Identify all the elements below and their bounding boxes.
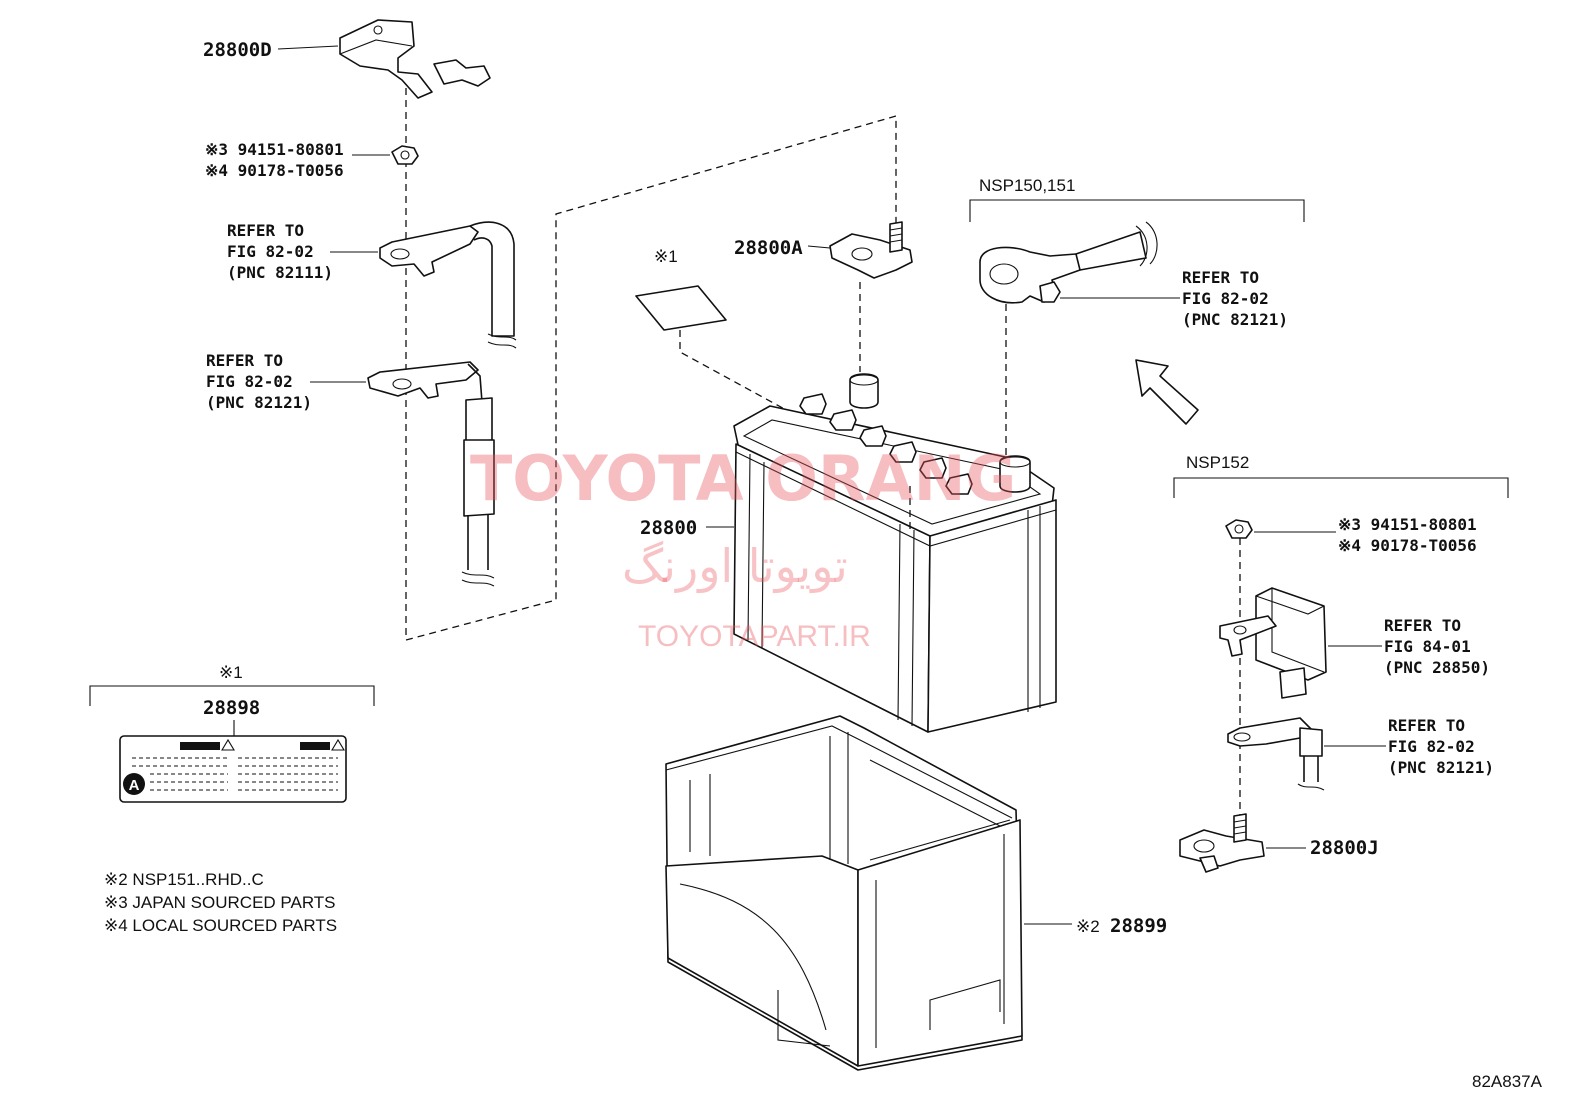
note-4: ※4 LOCAL SOURCED PARTS (104, 916, 337, 935)
nut-right[interactable] (1225, 519, 1253, 539)
positive-post (849, 373, 879, 409)
group-nsp152-bracket (1173, 477, 1509, 498)
battery-vent-caps (799, 393, 973, 495)
positive-terminal-28800A[interactable] (829, 221, 913, 279)
part-number-28898: 28898 (203, 697, 260, 719)
label-badge: A (129, 777, 140, 794)
part-number-28800J: 28800J (1310, 837, 1379, 859)
label-group-mark: ※1 (219, 663, 243, 682)
ref-82111-line1: REFER TO (227, 221, 304, 240)
part-number-28800: 28800 (640, 517, 697, 539)
nut-left-line1: ※3 94151-80801 (205, 140, 344, 159)
label-placement-mark: ※1 (654, 247, 678, 266)
negative-terminal-28800J[interactable] (1179, 813, 1265, 873)
ref-82111-line3: (PNC 82111) (227, 263, 333, 282)
ref-28850-line3: (PNC 28850) (1384, 658, 1490, 677)
label-placement (635, 285, 727, 331)
ref-left-82121-line2: FIG 82-02 (206, 372, 293, 391)
ref-right-82121-line2: FIG 82-02 (1388, 737, 1475, 756)
watermark: TOYOTA ORANG تویوتا اورنگ TOYOTAPART.IR (470, 442, 1016, 653)
ref-left-82121-line1: REFER TO (206, 351, 283, 370)
note-3: ※3 JAPAN SOURCED PARTS (104, 893, 336, 912)
terminal-cover-28800D[interactable] (339, 19, 491, 99)
warning-label-28898[interactable]: A (119, 735, 347, 803)
ref-top-right-82121-line2: FIG 82-02 (1182, 289, 1269, 308)
ref-top-right-82121-line1: REFER TO (1182, 268, 1259, 287)
negative-cable-bracket[interactable] (379, 221, 517, 349)
label-group-bracket (89, 685, 375, 706)
group-nsp152-label: NSP152 (1186, 453, 1249, 472)
ref-82111-line2: FIG 82-02 (227, 242, 314, 261)
negative-terminal-cable-nsp150[interactable] (979, 221, 1158, 304)
nut-left-line2: ※4 90178-T0056 (205, 161, 344, 180)
part-number-28800A: 28800A (734, 237, 803, 259)
watermark-line2: تویوتا اورنگ (622, 539, 848, 594)
group-nsp150-bracket (969, 199, 1305, 222)
nut-right-line2: ※4 90178-T0056 (1338, 536, 1477, 555)
ref-right-82121-line1: REFER TO (1388, 716, 1465, 735)
nut-left[interactable] (391, 145, 419, 165)
group-nsp150-label: NSP150,151 (979, 176, 1075, 195)
diagram-id: 82A837A (1472, 1072, 1543, 1091)
positive-cable-bracket-left[interactable] (367, 361, 495, 587)
direction-arrow (1135, 359, 1199, 425)
battery-tray-28899[interactable] (665, 715, 1023, 1071)
tray-mark: ※2 (1076, 917, 1100, 936)
ref-right-82121-line3: (PNC 82121) (1388, 758, 1494, 777)
ref-28850-line1: REFER TO (1384, 616, 1461, 635)
ref-top-right-82121-line3: (PNC 82121) (1182, 310, 1288, 329)
battery-28800[interactable] (733, 373, 1057, 733)
negative-post (999, 455, 1031, 493)
watermark-line3: TOYOTAPART.IR (638, 620, 871, 653)
positive-cable-bracket-right[interactable] (1227, 717, 1325, 791)
part-number-28800D: 28800D (203, 39, 272, 61)
ref-left-82121-line3: (PNC 82121) (206, 393, 312, 412)
ref-28850-line2: FIG 84-01 (1384, 637, 1471, 656)
nut-right-line1: ※3 94151-80801 (1338, 515, 1477, 534)
part-number-28899: 28899 (1110, 915, 1167, 937)
watermark-line1: TOYOTA ORANG (470, 442, 1016, 515)
battery-current-sensor[interactable] (1219, 587, 1327, 699)
note-2: ※2 NSP151..RHD..C (104, 870, 264, 889)
